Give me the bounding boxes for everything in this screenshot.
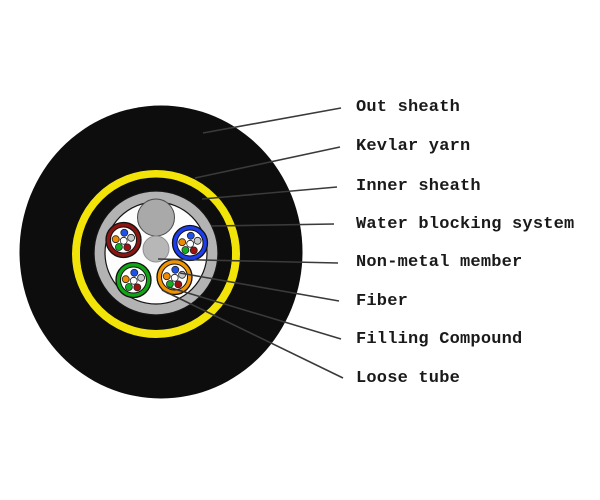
loose-tube-orange [156,258,193,296]
leader-line-water-blocking [210,223,335,227]
label-water-blocking-system: Water blocking system [356,215,575,234]
leader-line-out-sheath [202,107,342,134]
label-out-sheath: Out sheath [356,98,461,117]
label-inner-sheath: Inner sheath [356,177,481,196]
leader-line-fiber [179,272,340,302]
leader-line-kevlar-yarn [194,146,341,179]
loose-tube-green [115,261,152,299]
leader-line-filling-compound [167,286,342,340]
leader-line-inner-sheath [201,186,338,200]
inner-sheath-ring [80,177,232,330]
label-fiber: Fiber [356,292,409,311]
leader-line-loose-tube [161,289,344,379]
leader-line-non-metal-member [157,258,339,264]
leader-lines [157,107,344,379]
loose-tube-red [105,221,142,259]
non-metal-member [142,235,170,263]
label-filling-compound: Filling Compound [356,330,523,349]
kevlar-yarn-ring [72,170,240,338]
filler-rod [137,198,175,237]
label-loose-tube: Loose tube [356,369,461,388]
label-non-metal-member: Non-metal member [356,253,523,272]
label-kevlar-yarn: Kevlar yarn [356,137,471,156]
loose-tube-blue [171,224,209,262]
